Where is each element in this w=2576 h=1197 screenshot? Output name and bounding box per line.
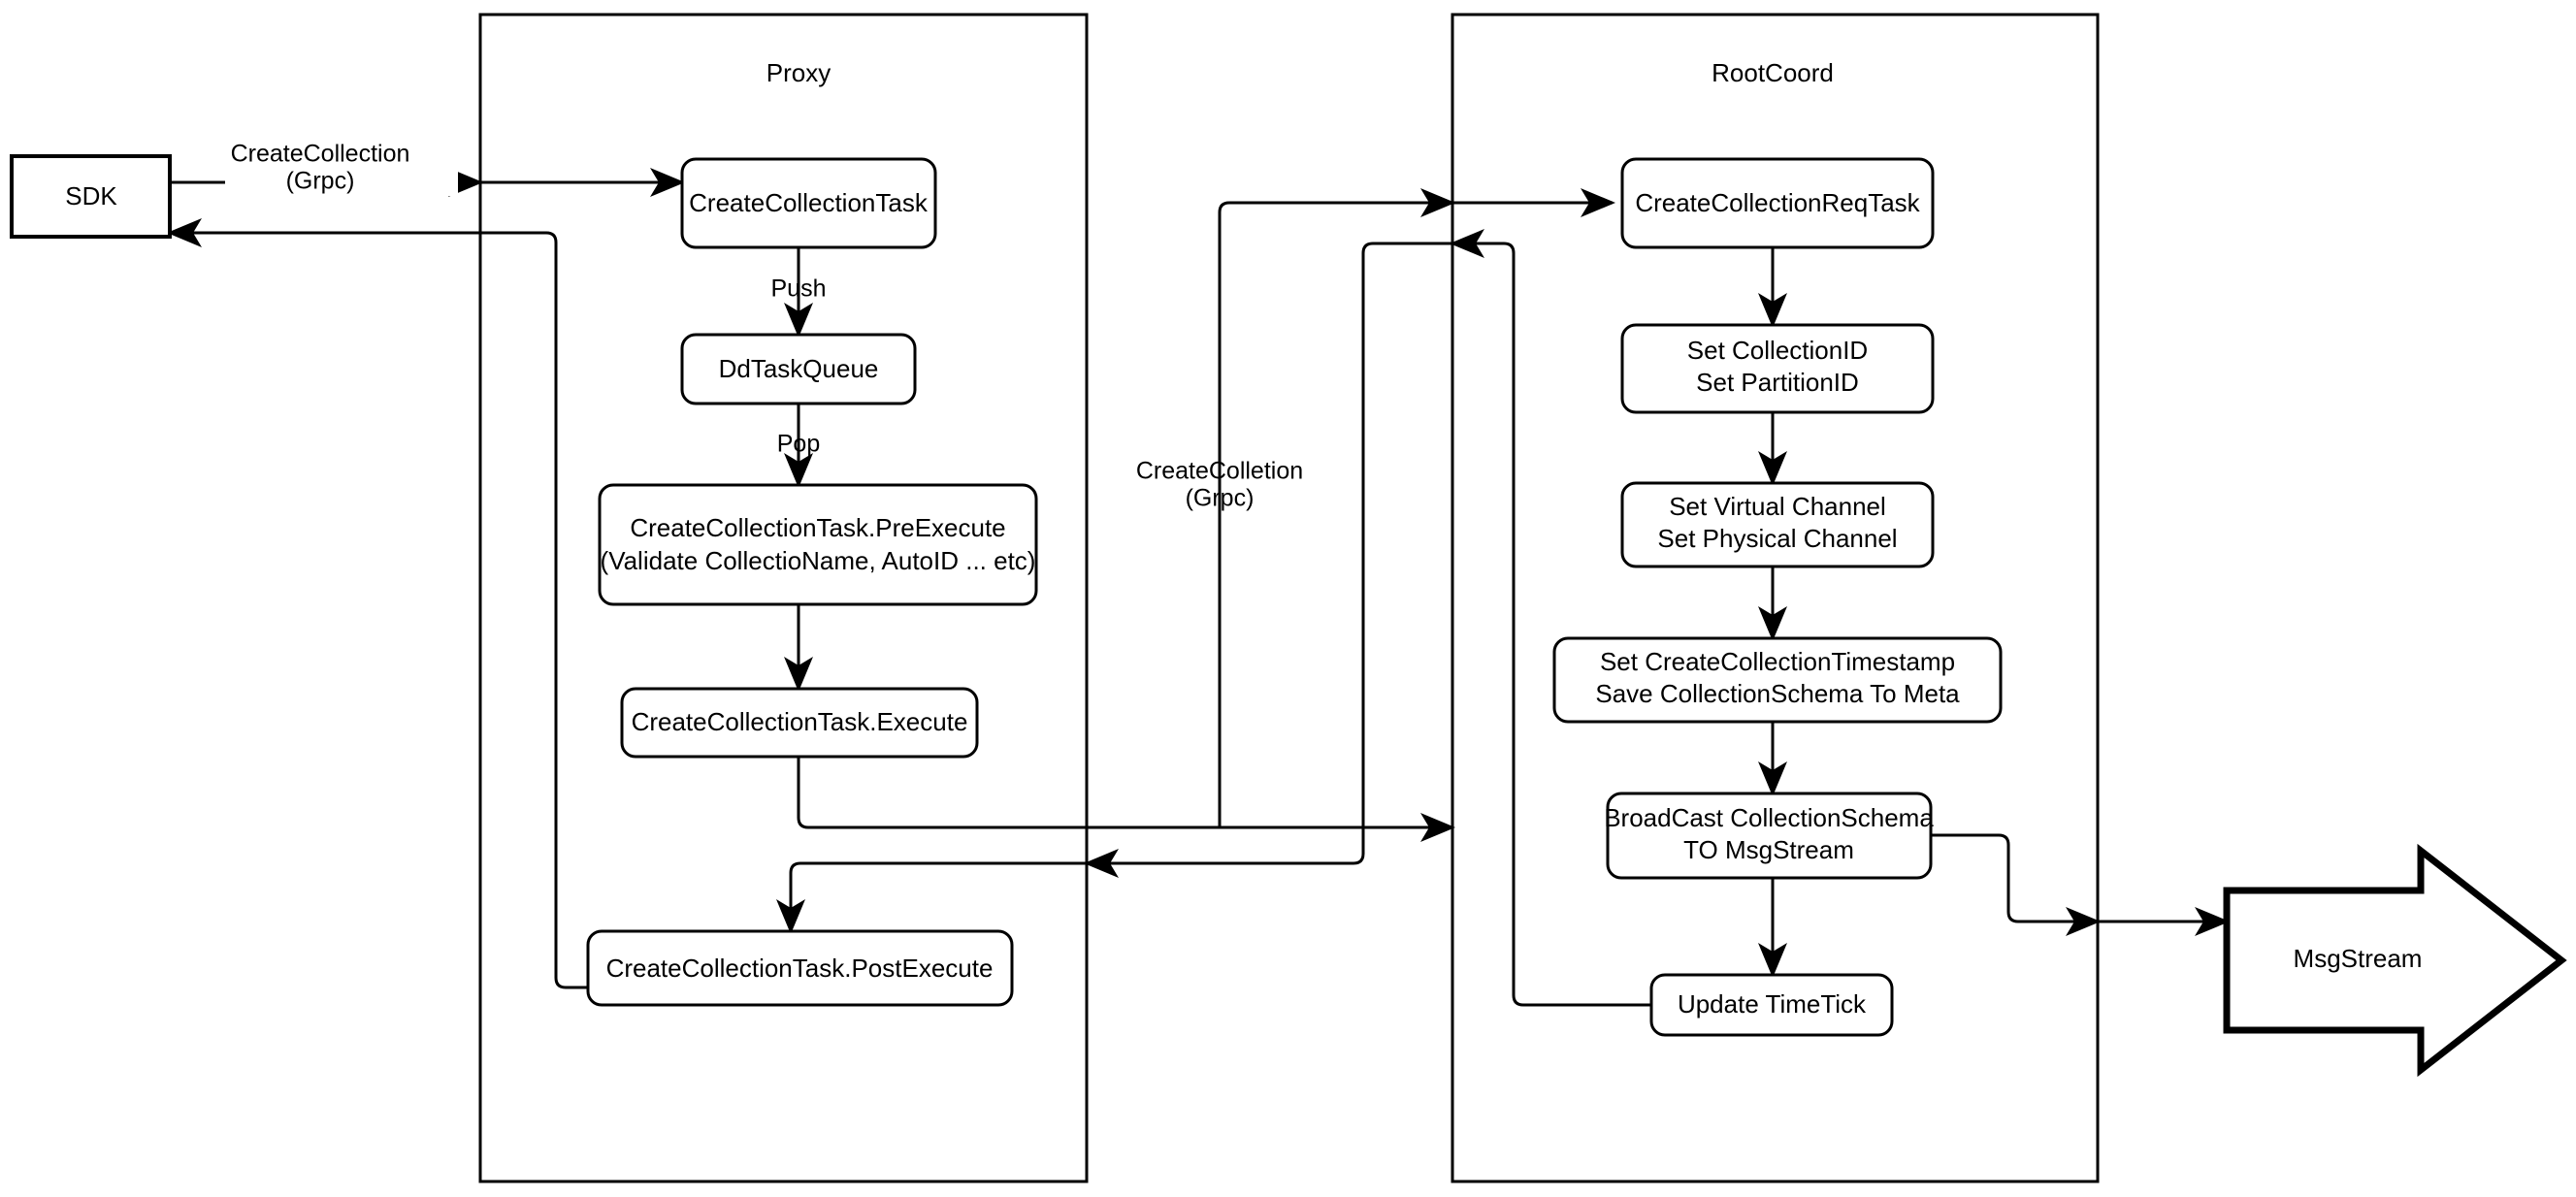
node-create-collection-task-label: CreateCollectionTask (689, 188, 929, 217)
edge-queue-to-preexecute: Pop (777, 404, 820, 488)
node-create-collection-req-task[interactable]: CreateCollectionReqTask (1620, 157, 1935, 249)
node-create-collection-req-task-label: CreateCollectionReqTask (1635, 188, 1920, 217)
node-create-collection-task[interactable]: CreateCollectionTask (680, 157, 937, 249)
node-pre-execute-rect[interactable] (598, 483, 1038, 606)
edge-rootcoord-return-to-proxy-path (1084, 242, 1452, 878)
edge-grpc-lane-up: CreateColletion (Grpc) (1136, 188, 1455, 827)
rootcoord-container-label: RootCoord (1712, 58, 1834, 87)
edge-return-to-postexecute (776, 861, 1087, 934)
edge-broadcast-to-msgstream-path (1931, 833, 2101, 936)
node-sdk-label: SDK (65, 181, 117, 210)
edge-label-proxy-rootcoord-grpc-line1: CreateColletion (1136, 458, 1303, 485)
node-set-ids-label-line1: Set CollectionID (1687, 336, 1868, 365)
edge-task-to-queue: Push (771, 247, 827, 338)
node-post-execute-rect[interactable] (586, 929, 1014, 1007)
node-pre-execute-label-line1: CreateCollectionTask.PreExecute (630, 513, 1005, 542)
edge-label-sdk-proxy-grpc-line2: (Grpc) (286, 168, 355, 195)
node-execute-rect[interactable] (620, 687, 979, 759)
node-set-ids[interactable]: Set CollectionID Set PartitionID (1620, 323, 1935, 414)
node-create-collection-task-rect[interactable] (680, 157, 937, 249)
edge-execute-to-rootcoord-path (797, 757, 1455, 842)
node-set-channels[interactable]: Set Virtual Channel Set Physical Channel (1620, 481, 1935, 568)
edge-label-pop: Pop (777, 431, 820, 458)
edge-timetick-to-boundary-path (1450, 229, 1651, 1007)
edge-execute-to-rootcoord (797, 757, 1455, 842)
node-msgstream[interactable]: MsgStream (2223, 843, 2567, 1078)
proxy-container-label: Proxy (766, 58, 831, 87)
edge-timetick-to-boundary (1450, 229, 1651, 1007)
node-dd-task-queue[interactable]: DdTaskQueue (680, 333, 917, 405)
edge-postexecute-to-sdk-path (167, 218, 588, 989)
edge-label-backdrop-sdk-grpc (225, 136, 458, 196)
edge-label-push: Push (771, 275, 827, 303)
node-set-channels-rect[interactable] (1620, 481, 1935, 568)
node-msgstream-shape[interactable] (2223, 843, 2567, 1078)
edge-postexecute-to-sdk (167, 218, 588, 989)
edge-broadcast-to-msgstream (1931, 833, 2101, 936)
node-broadcast-label-line2: TO MsgStream (1683, 835, 1854, 864)
node-execute[interactable]: CreateCollectionTask.Execute (620, 687, 979, 759)
node-pre-execute-label-line2: (Validate CollectioName, AutoID ... etc) (601, 546, 1036, 575)
node-set-channels-label-line2: Set Physical Channel (1657, 524, 1897, 553)
node-set-timestamp[interactable]: Set CreateCollectionTimestamp Save Colle… (1552, 636, 2003, 724)
node-set-timestamp-label-line1: Set CreateCollectionTimestamp (1600, 647, 1955, 676)
node-sdk[interactable]: SDK (10, 154, 172, 239)
edge-label-sdk-proxy-grpc-line1: CreateCollection (231, 141, 410, 168)
node-dd-task-queue-rect[interactable] (680, 333, 917, 405)
node-sdk-rect[interactable] (10, 154, 172, 239)
node-dd-task-queue-label: DdTaskQueue (719, 354, 879, 383)
node-post-execute-label: CreateCollectionTask.PostExecute (606, 954, 994, 983)
node-set-channels-label-line1: Set Virtual Channel (1669, 492, 1886, 521)
node-execute-label: CreateCollectionTask.Execute (632, 707, 968, 736)
node-set-timestamp-label-line2: Save CollectionSchema To Meta (1595, 679, 1960, 708)
edge-grpc-lane-up-path (1218, 188, 1455, 827)
node-broadcast-rect[interactable] (1606, 792, 1933, 880)
node-msgstream-label: MsgStream (2294, 944, 2423, 973)
node-update-timetick-label: Update TimeTick (1678, 989, 1867, 1019)
node-create-collection-req-task-rect[interactable] (1620, 157, 1935, 249)
node-post-execute[interactable]: CreateCollectionTask.PostExecute (586, 929, 1014, 1007)
edge-return-to-postexecute-path (776, 861, 1087, 934)
node-set-ids-rect[interactable] (1620, 323, 1935, 414)
edge-rootcoord-return-to-proxy (1084, 242, 1452, 878)
edge-label-proxy-rootcoord-grpc-line2: (Grpc) (1186, 485, 1255, 512)
node-update-timetick[interactable]: Update TimeTick (1649, 973, 1894, 1037)
node-set-ids-label-line2: Set PartitionID (1696, 368, 1859, 397)
node-pre-execute[interactable]: CreateCollectionTask.PreExecute (Validat… (598, 483, 1038, 606)
node-update-timetick-rect[interactable] (1649, 973, 1894, 1037)
node-set-timestamp-rect[interactable] (1552, 636, 2003, 724)
edge-label-group-sdk-grpc: CreateCollection (Grpc) (225, 136, 458, 196)
node-broadcast[interactable]: BroadCast CollectionSchema TO MsgStream (1604, 792, 1934, 880)
node-broadcast-label-line1: BroadCast CollectionSchema (1604, 803, 1934, 832)
